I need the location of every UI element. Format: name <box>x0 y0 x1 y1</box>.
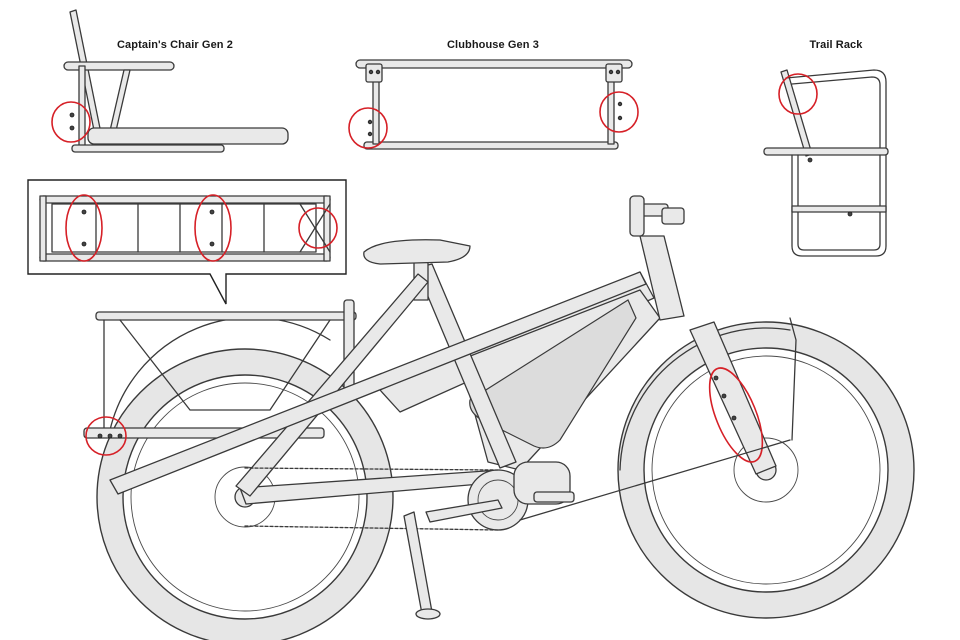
clubhouse-bolt <box>367 131 373 137</box>
clubhouse-bolt <box>375 69 381 75</box>
clubhouse-accessory <box>348 59 639 150</box>
trail-rack-platform <box>763 147 889 156</box>
chain-bottom <box>244 525 499 531</box>
rear-rack-top <box>95 311 357 321</box>
trail-rack-top <box>785 69 887 151</box>
frame-rear-bar <box>109 271 647 495</box>
inset-mount-highlight-3 <box>298 207 338 249</box>
kickstand-foot <box>415 608 441 620</box>
inset-rail-top <box>39 195 331 204</box>
rear-rack-bolt <box>107 433 113 439</box>
trail-rack-bolt <box>807 157 813 163</box>
captains-chair-bolt <box>69 125 75 131</box>
captains-chair-seat <box>87 127 289 145</box>
inset-callout-box <box>27 179 347 305</box>
fork-bolt <box>713 375 719 381</box>
clubhouse-left-mount-highlight <box>348 107 388 149</box>
display-unit <box>661 207 685 225</box>
inset-deck <box>51 203 317 253</box>
clubhouse-label: Clubhouse Gen 3 <box>447 39 539 51</box>
pedal <box>533 491 575 503</box>
rear-rack-loop <box>119 319 331 411</box>
clubhouse-bolt <box>617 115 623 121</box>
inset-cross <box>299 203 331 253</box>
trail-rack-crossbar <box>791 205 887 213</box>
rear-fender <box>109 316 331 431</box>
front-fender-stay <box>789 317 797 441</box>
bike-illustration <box>83 195 915 640</box>
inset-end-left <box>39 195 47 262</box>
trail-rack-accessory <box>763 69 889 257</box>
captains-chair-accessory <box>51 9 289 153</box>
clubhouse-top-rail <box>355 59 633 69</box>
captains-chair-mount-highlight <box>51 101 91 143</box>
kickstand <box>403 511 433 615</box>
battery-pack <box>469 299 637 449</box>
captains-chair-bolt <box>69 112 75 118</box>
inset-rail-bottom <box>39 253 331 262</box>
rear-rim-inner <box>130 382 360 612</box>
clubhouse-bolt <box>608 69 614 75</box>
head-tube <box>639 235 685 321</box>
inset-bolt <box>209 241 215 247</box>
front-rack-stay <box>519 439 791 521</box>
inset-bolt <box>209 209 215 215</box>
handlebar-clamp <box>629 195 645 237</box>
fork-bolt <box>731 415 737 421</box>
inset-bolt <box>81 209 87 215</box>
clubhouse-bolt <box>367 119 373 125</box>
clubhouse-bolt <box>617 101 623 107</box>
clubhouse-bottom-rail <box>363 141 619 150</box>
saddle <box>363 239 471 265</box>
crank-arm <box>425 499 503 523</box>
front-fork <box>689 321 777 475</box>
captains-chair-armrest <box>63 61 175 71</box>
inset-mount-highlight-1 <box>65 194 103 262</box>
inset-bolt <box>81 241 87 247</box>
trail-rack-bolt <box>847 211 853 217</box>
front-fender <box>619 327 791 471</box>
rear-rack-bolt <box>97 433 103 439</box>
inset-end-right <box>323 195 331 262</box>
chain-top <box>244 467 499 471</box>
seat-stay <box>235 273 429 497</box>
rear-rack-mount-highlight <box>85 416 127 456</box>
trail-rack-cage-inner <box>797 154 881 251</box>
front-disc-rotor <box>733 437 799 503</box>
trail-rack-label: Trail Rack <box>809 39 863 51</box>
fork-bolt <box>721 393 727 399</box>
clubhouse-right-bracket <box>605 63 623 83</box>
inset-mount-highlight-2 <box>194 194 232 262</box>
fork-mount-highlight <box>708 367 764 463</box>
clubhouse-left-bracket <box>365 63 383 83</box>
captains-chair-label: Captain's Chair Gen 2 <box>117 39 233 51</box>
front-rim-inner <box>651 355 881 585</box>
rear-rack-bolt <box>117 433 123 439</box>
clubhouse-bolt <box>615 69 621 75</box>
trail-rack-top-inner <box>791 76 881 151</box>
trail-rack-mount-highlight <box>778 73 818 115</box>
clubhouse-right-mount-highlight <box>599 91 639 133</box>
rack-top-view-inset <box>27 179 347 305</box>
trail-rack-cage <box>791 154 887 257</box>
captains-chair-base <box>71 144 225 153</box>
clubhouse-bolt <box>368 69 374 75</box>
